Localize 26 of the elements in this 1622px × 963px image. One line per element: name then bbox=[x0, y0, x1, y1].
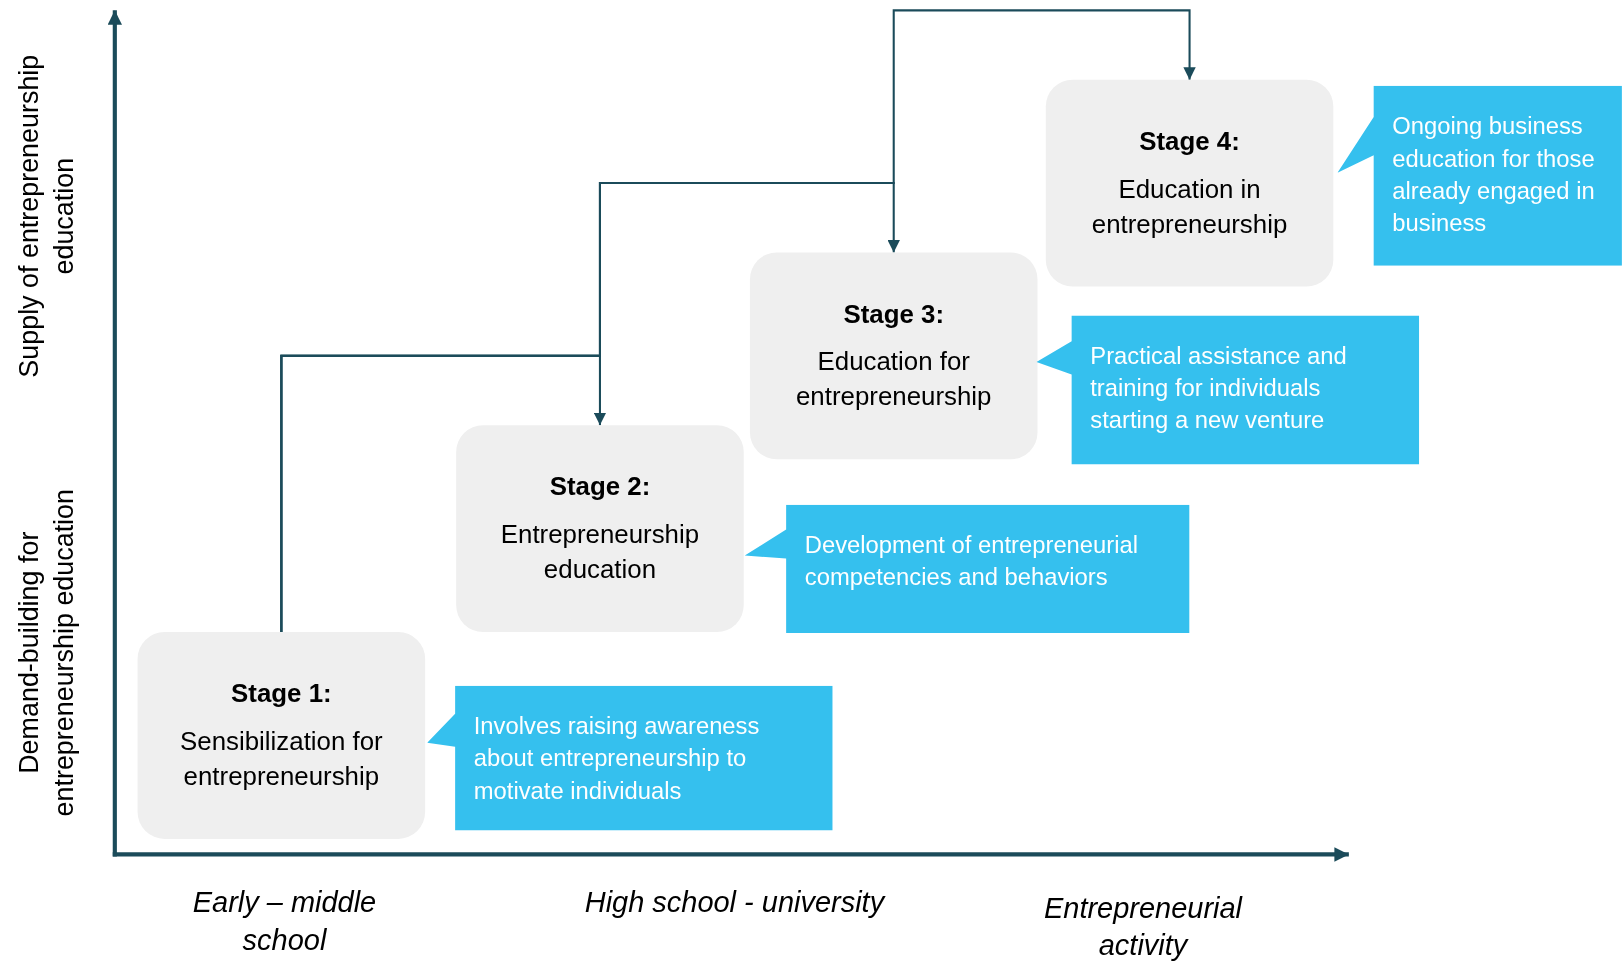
callout-text: Ongoing business education for those already engaged in business bbox=[1392, 111, 1596, 238]
connector-arrow bbox=[280, 9, 1196, 632]
stage-title: Stage 4: bbox=[1139, 125, 1240, 156]
callout-bubble bbox=[1036, 315, 1420, 465]
stage-box bbox=[137, 632, 426, 839]
callout-text: Development of entrepreneurial competencies and behaviors bbox=[804, 530, 1140, 593]
stage-title: Stage 1: bbox=[231, 678, 332, 709]
callout-bubble bbox=[744, 504, 1190, 634]
callout-text: Practical assistance and training for individuals starting a new venture bbox=[1090, 341, 1348, 436]
stage-description: Entrepreneurship education bbox=[499, 517, 701, 585]
stage-box bbox=[1045, 79, 1334, 287]
callout-bubble bbox=[427, 685, 833, 831]
stage-title: Stage 2: bbox=[549, 471, 651, 502]
callout-text: Involves raising awareness about entrepreneurship to motivate individuals bbox=[473, 711, 761, 806]
axis-category-label: High school - university bbox=[583, 885, 887, 921]
stage-description: Education in entrepreneurship bbox=[1090, 172, 1289, 240]
axis-category-label: Early – middle school bbox=[191, 885, 378, 958]
stage-description: Sensibilization for entrepreneurship bbox=[179, 724, 384, 792]
stage-box bbox=[749, 252, 1038, 460]
axis-title: Supply of entrepreneurship education bbox=[12, 53, 81, 380]
stage-title: Stage 3: bbox=[843, 298, 944, 329]
stage-description: Education for entrepreneurship bbox=[794, 345, 993, 413]
axis-title: Demand-building for entrepreneurship education bbox=[12, 488, 81, 819]
callout-bubble bbox=[1337, 85, 1622, 266]
axis-category-label: Entrepreneurial activity bbox=[1043, 890, 1244, 963]
stage-box bbox=[456, 425, 744, 632]
